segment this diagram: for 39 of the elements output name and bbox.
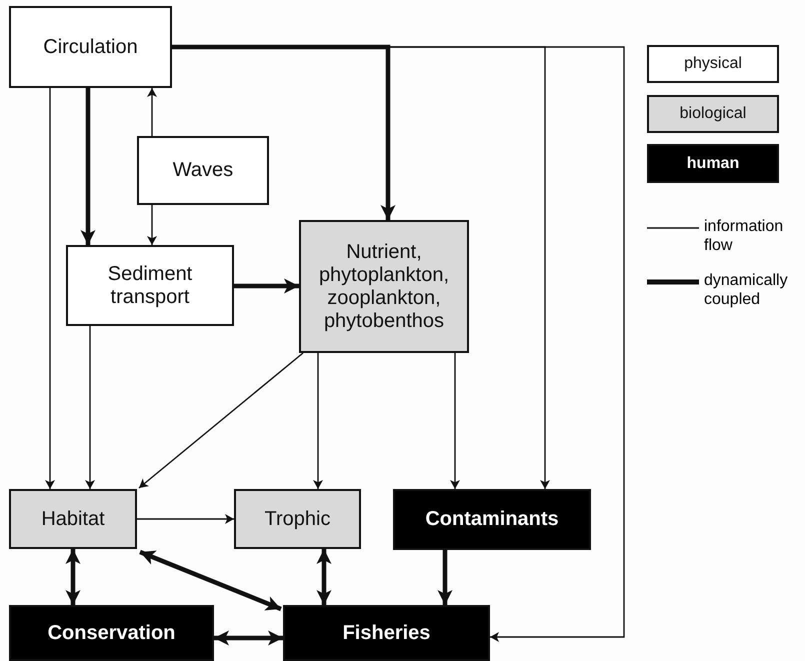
process-box bbox=[234, 489, 361, 549]
arrow bbox=[450, 353, 460, 489]
node-label: Trophic bbox=[264, 508, 332, 530]
process-box bbox=[393, 489, 591, 550]
arrow bbox=[316, 549, 332, 605]
process-box bbox=[283, 605, 490, 661]
arrow bbox=[234, 278, 299, 294]
node-label: Waves bbox=[172, 159, 234, 182]
arrow bbox=[438, 550, 452, 605]
arrow bbox=[172, 44, 396, 220]
legend-label: information flow bbox=[704, 217, 784, 256]
process-box bbox=[137, 136, 269, 205]
process-box bbox=[9, 605, 214, 661]
arrow bbox=[66, 549, 80, 605]
arrow bbox=[80, 88, 96, 245]
process-box bbox=[66, 245, 234, 326]
arrow bbox=[313, 353, 323, 489]
node-label: Circulation bbox=[42, 36, 139, 58]
arrow bbox=[139, 550, 282, 612]
arrow bbox=[147, 88, 157, 136]
legend-label: physical bbox=[684, 55, 742, 73]
process-box bbox=[9, 489, 137, 549]
process-box bbox=[299, 220, 469, 353]
arrow bbox=[147, 205, 157, 245]
arrow bbox=[45, 88, 55, 489]
arrow bbox=[85, 326, 95, 489]
legend-label: human bbox=[686, 154, 740, 172]
node-label: Conservation bbox=[46, 622, 176, 644]
node-label: Habitat bbox=[40, 508, 106, 530]
node-label: Nutrient, phytoplankton, zooplankton, phytobenthos bbox=[318, 240, 450, 332]
node-label: Fisheries bbox=[342, 622, 432, 644]
arrow bbox=[138, 352, 304, 489]
node-label: Sediment transport bbox=[106, 262, 194, 308]
legend-label: dynamically coupled bbox=[704, 271, 789, 310]
node-label: Contaminants bbox=[424, 508, 560, 531]
arrow bbox=[137, 514, 234, 524]
process-box bbox=[9, 6, 172, 88]
arrow bbox=[214, 630, 283, 646]
legend-label: biological bbox=[680, 105, 746, 123]
